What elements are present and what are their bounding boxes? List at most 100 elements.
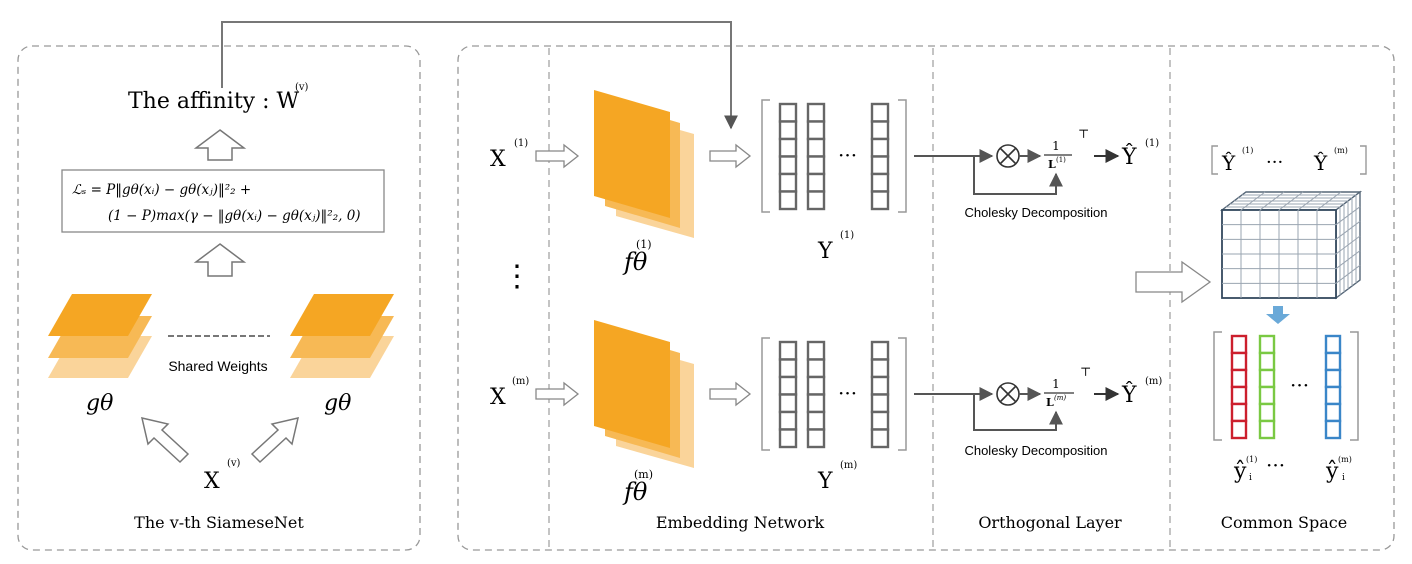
up-arrow-top — [193, 129, 247, 161]
vector-cell — [1230, 402, 1248, 423]
svg-text:i: i — [1249, 473, 1252, 483]
svg-text:(v): (v) — [295, 82, 309, 93]
loss-line-1: ℒₛ = P‖gθ(xᵢ) − gθ(xⱼ)‖²₂ + — [72, 182, 251, 198]
diag-arrow-left — [140, 416, 190, 464]
svg-text:Y: Y — [817, 469, 833, 494]
matrix-cell — [806, 172, 826, 193]
y1-bracket-left — [761, 99, 770, 213]
f-theta-m-stack — [594, 320, 694, 468]
y1-bracket-right — [898, 99, 907, 213]
svg-text:(m): (m) — [512, 376, 529, 387]
hollow-arrow-to-common — [1135, 260, 1212, 304]
vector-cell — [1324, 368, 1342, 389]
g-theta-left-stack — [48, 294, 152, 378]
svg-text:(m): (m) — [634, 468, 653, 481]
input-x1-label: X (1) — [490, 138, 528, 172]
svg-text:(v): (v) — [227, 458, 241, 469]
svg-text:Ŷ: Ŷ — [1121, 143, 1137, 170]
f-theta-m-label: fθ (m) — [622, 468, 653, 506]
svg-text:L: L — [1048, 158, 1056, 171]
svg-text:ŷ: ŷ — [1233, 459, 1247, 484]
svg-text:The affinity : W: The affinity : W — [128, 89, 300, 114]
svg-text:Ŷ: Ŷ — [1221, 151, 1236, 175]
matrix-cell — [778, 428, 798, 449]
matrix-cell — [870, 102, 890, 123]
vector-cell — [1324, 402, 1342, 423]
y1-dots: ··· — [838, 143, 857, 167]
matrix-cell — [870, 428, 890, 449]
svg-text:(1): (1) — [1246, 455, 1257, 464]
svg-text:(m): (m) — [1145, 376, 1162, 387]
svg-text:(1): (1) — [636, 238, 652, 251]
svg-text:X: X — [490, 385, 506, 410]
common-vector-dots: ··· — [1290, 373, 1309, 397]
shared-weights-label: Shared Weights — [168, 358, 267, 374]
matrix-cell — [870, 190, 890, 211]
matrix-cell — [870, 340, 890, 361]
matrix-cell — [806, 428, 826, 449]
hollow-arrow-x1 — [535, 143, 580, 169]
svg-text:ŷ: ŷ — [1325, 459, 1339, 484]
yi-labels: ŷ (1) i ··· ŷ (m) i — [1233, 453, 1352, 484]
vector-cell — [1258, 368, 1276, 389]
svg-text:(1): (1) — [840, 230, 854, 241]
vector-cell — [1324, 385, 1342, 406]
matrix-cell — [806, 358, 826, 379]
svg-text:i: i — [1342, 473, 1345, 483]
common-caption: Common Space — [1221, 513, 1347, 532]
g-theta-right-label: gθ — [324, 391, 351, 416]
right-panel-frame — [457, 45, 1395, 551]
vector-cell — [1258, 351, 1276, 372]
matrix-cell — [778, 340, 798, 361]
matrix-cell — [778, 410, 798, 431]
vector-cell — [1230, 334, 1248, 355]
siamese-caption: The v-th SiameseNet — [134, 513, 304, 532]
matrix-cell — [778, 190, 798, 211]
vector-cell — [1258, 402, 1276, 423]
ym-dots: ··· — [838, 381, 857, 405]
f-theta-1-label: fθ (1) — [622, 238, 652, 276]
matrix-cell — [778, 358, 798, 379]
matrix-cell — [806, 102, 826, 123]
matrix-cell — [870, 393, 890, 414]
svg-text:···: ··· — [1266, 152, 1283, 173]
affinity-connector-arrow — [221, 21, 738, 130]
matrix-cell — [806, 155, 826, 176]
svg-text:(m): (m) — [840, 460, 857, 471]
matrix-cell — [806, 375, 826, 396]
svg-text:(1): (1) — [1056, 156, 1066, 164]
svg-text:(m): (m) — [1054, 394, 1066, 402]
common-vectors — [1230, 334, 1342, 440]
yhat-1-label: Ŷ (1) — [1121, 138, 1159, 170]
matrix-cell — [870, 172, 890, 193]
svg-text:(1): (1) — [1145, 138, 1159, 149]
affinity-label: The affinity : W (v) — [128, 82, 309, 114]
matrix-cell — [778, 137, 798, 158]
matrix-cell — [778, 393, 798, 414]
common-space-cube — [1219, 190, 1363, 300]
loss-box — [61, 169, 385, 233]
svg-text:1: 1 — [1052, 139, 1060, 153]
input-xm-label: X (m) — [490, 376, 529, 410]
svg-text:Ŷ: Ŷ — [1121, 381, 1137, 408]
vector-cell — [1230, 351, 1248, 372]
embedding-caption: Embedding Network — [656, 513, 825, 532]
hollow-arrow-f1-to-y1 — [709, 143, 752, 169]
vector-cell — [1230, 368, 1248, 389]
vector-cell — [1324, 419, 1342, 440]
matrix-cell — [806, 120, 826, 141]
frac-m: 1 L (m) ⊤ — [1044, 365, 1091, 409]
matrix-cell — [806, 340, 826, 361]
matrix-cell — [806, 393, 826, 414]
vector-cell — [1324, 351, 1342, 372]
cholesky-branch-1 — [973, 156, 1063, 195]
g-theta-right-stack — [290, 294, 394, 378]
up-arrow-middle — [193, 243, 247, 277]
svg-text:X: X — [204, 469, 220, 494]
svg-text:fθ: fθ — [622, 248, 648, 276]
matrix-cell — [778, 155, 798, 176]
f-theta-1-stack — [594, 90, 694, 238]
siamese-input-label: X (v) — [204, 458, 241, 494]
loss-line-2: (1 − P)max(γ − ‖gθ(xᵢ) − gθ(xⱼ)‖²₂, 0) — [108, 208, 361, 224]
vector-cell — [1258, 385, 1276, 406]
